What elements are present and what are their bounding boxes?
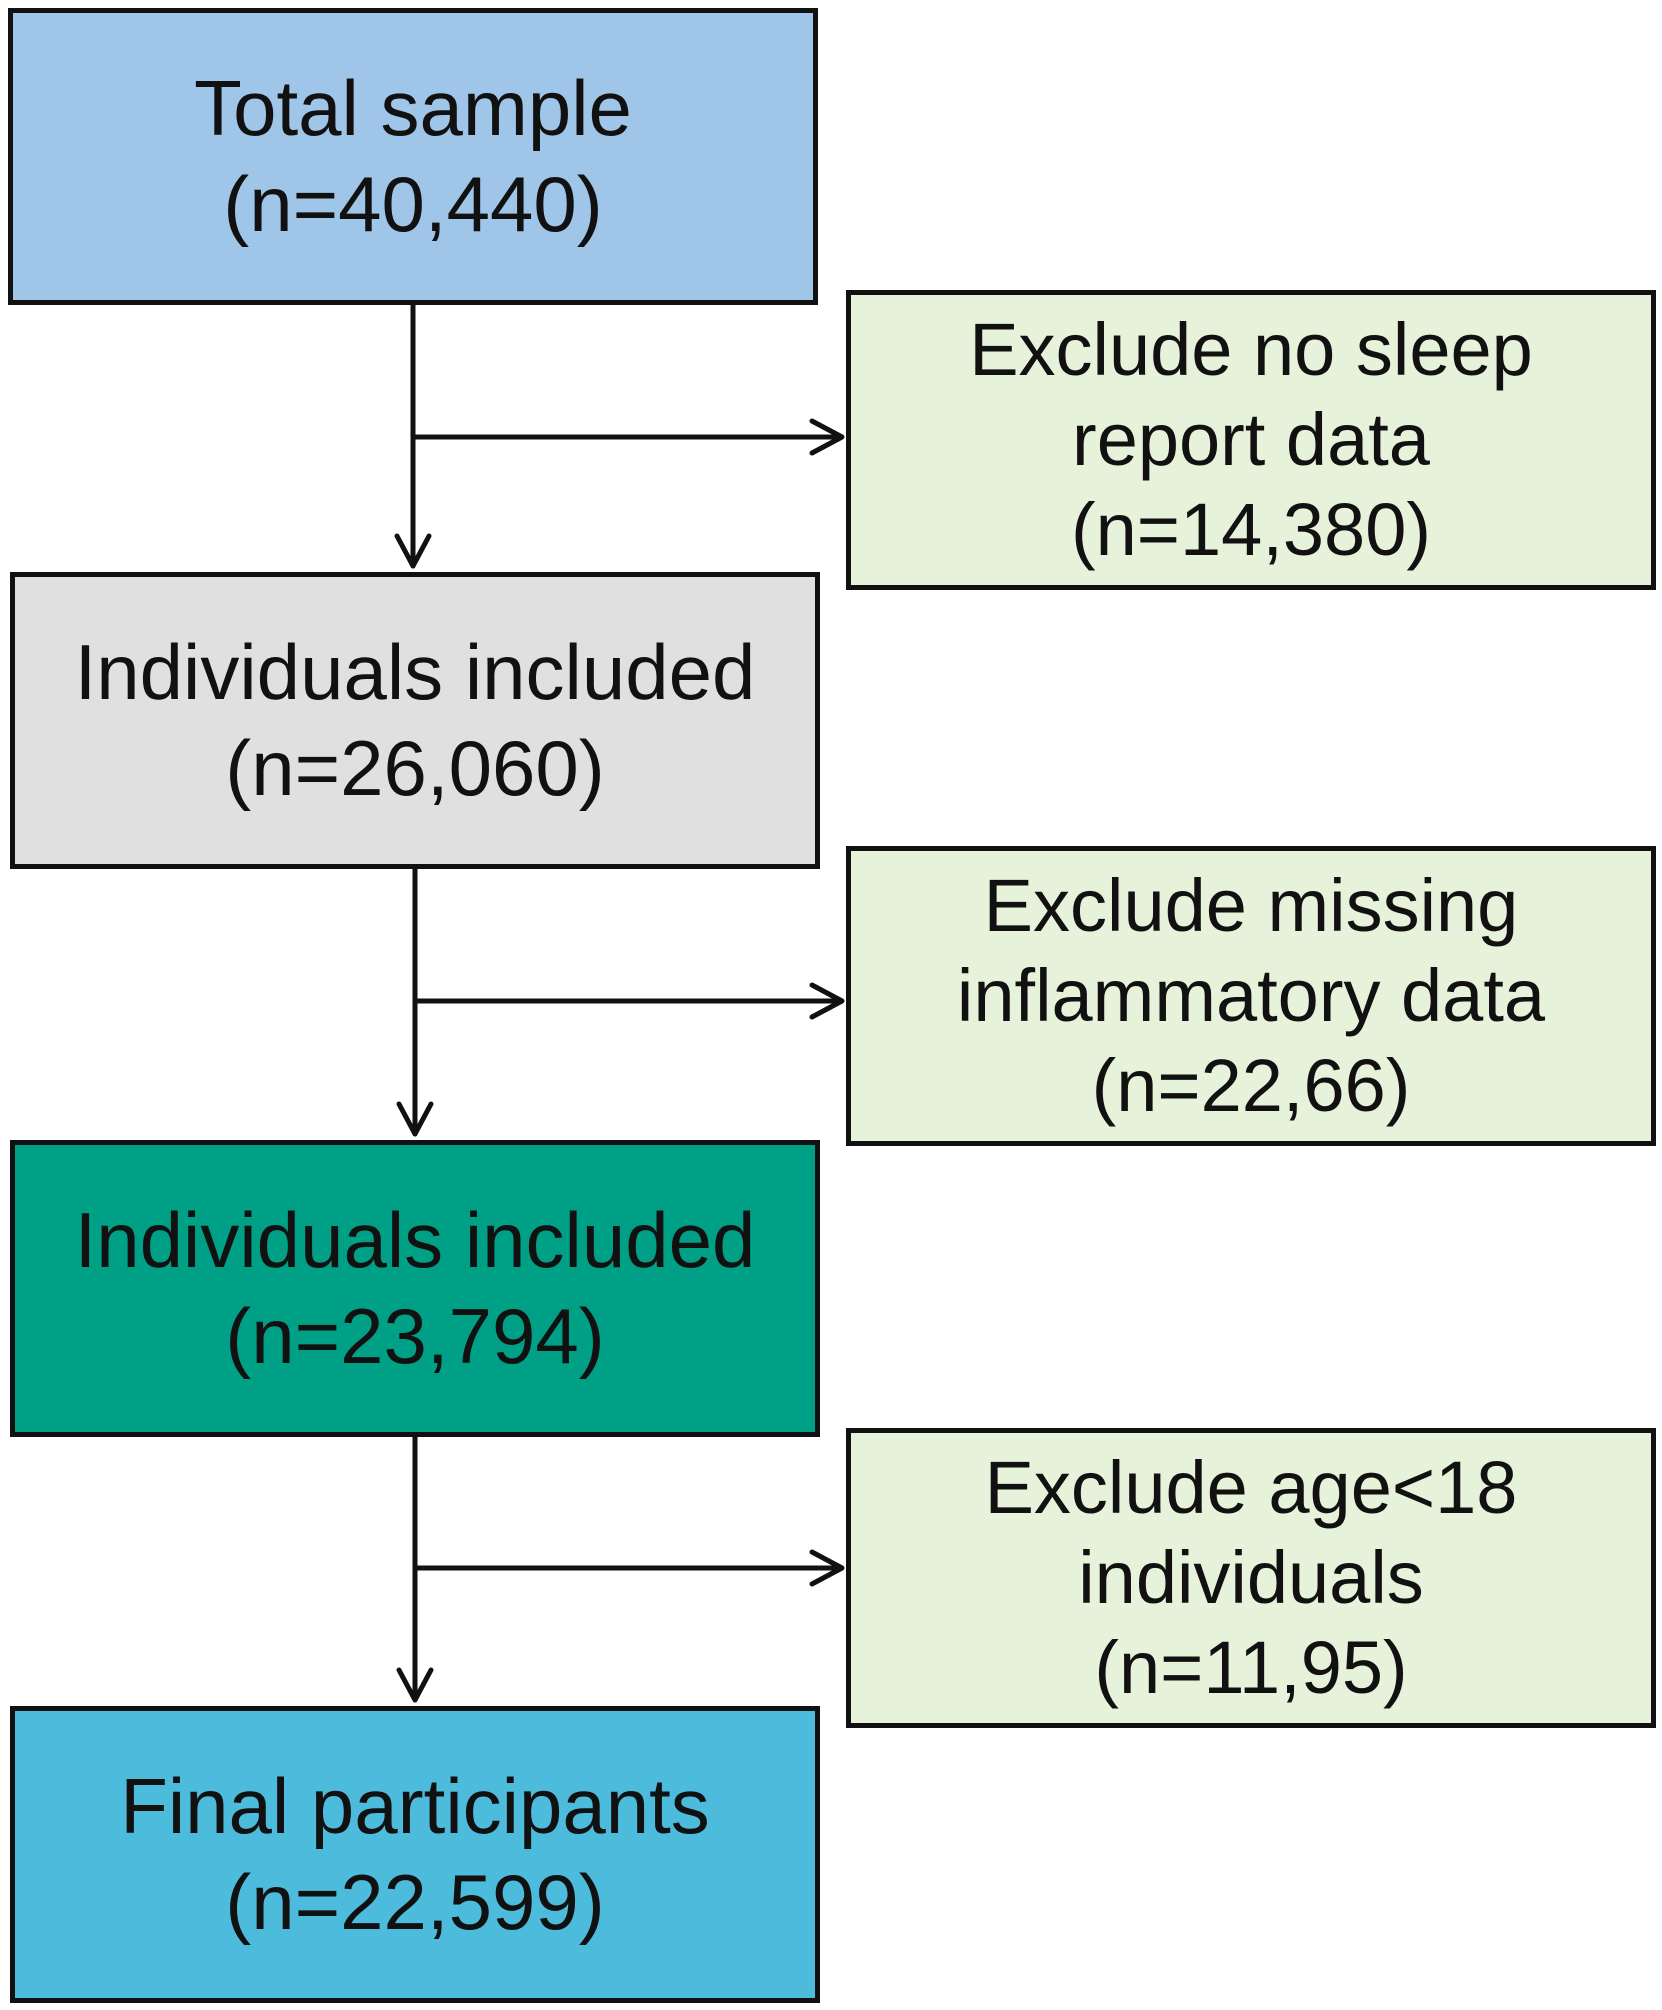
total-sample-box: Total sample (n=40,440) <box>8 8 818 305</box>
individuals-included-count-1: (n=26,060) <box>225 723 605 812</box>
individuals-included-count-2: (n=23,794) <box>225 1291 605 1380</box>
exclude-sleep-line-1: Exclude no sleep <box>969 307 1533 391</box>
total-sample-count: (n=40,440) <box>223 159 603 248</box>
individuals-included-label-1: Individuals included <box>74 628 756 717</box>
exclude-age-line-1: Exclude age<18 <box>984 1445 1518 1529</box>
final-participants-box: Final participants (n=22,599) <box>10 1706 820 2003</box>
individuals-included-box-2: Individuals included (n=23,794) <box>10 1140 820 1437</box>
arrowhead-right-exclude-age <box>809 1549 845 1587</box>
arrowhead-down-included-2 <box>396 1101 434 1137</box>
exclude-age-box: Exclude age<18 individuals (n=11,95) <box>846 1428 1656 1728</box>
individuals-included-box-1: Individuals included (n=26,060) <box>10 572 820 869</box>
exclude-sleep-box: Exclude no sleep report data (n=14,380) <box>846 290 1656 590</box>
exclude-inflammatory-line-2: inflammatory data <box>956 953 1546 1037</box>
total-sample-label: Total sample <box>194 64 632 153</box>
final-participants-count: (n=22,599) <box>225 1857 605 1946</box>
arrowhead-down-included-1 <box>394 533 432 569</box>
final-participants-label: Final participants <box>120 1762 710 1851</box>
exclude-inflammatory-box: Exclude missing inflammatory data (n=22,… <box>846 846 1656 1146</box>
exclude-age-count: (n=11,95) <box>1094 1626 1408 1710</box>
exclude-inflammatory-count: (n=22,66) <box>1091 1044 1411 1128</box>
individuals-included-label-2: Individuals included <box>74 1196 756 1285</box>
exclude-sleep-line-2: report data <box>1072 397 1430 481</box>
arrowhead-right-exclude-sleep <box>809 418 845 456</box>
exclude-age-line-2: individuals <box>1078 1535 1424 1619</box>
arrowhead-right-exclude-inflammatory <box>809 982 845 1020</box>
arrowhead-down-final <box>396 1667 434 1703</box>
exclude-sleep-count: (n=14,380) <box>1071 488 1431 572</box>
exclude-inflammatory-line-1: Exclude missing <box>983 863 1519 947</box>
